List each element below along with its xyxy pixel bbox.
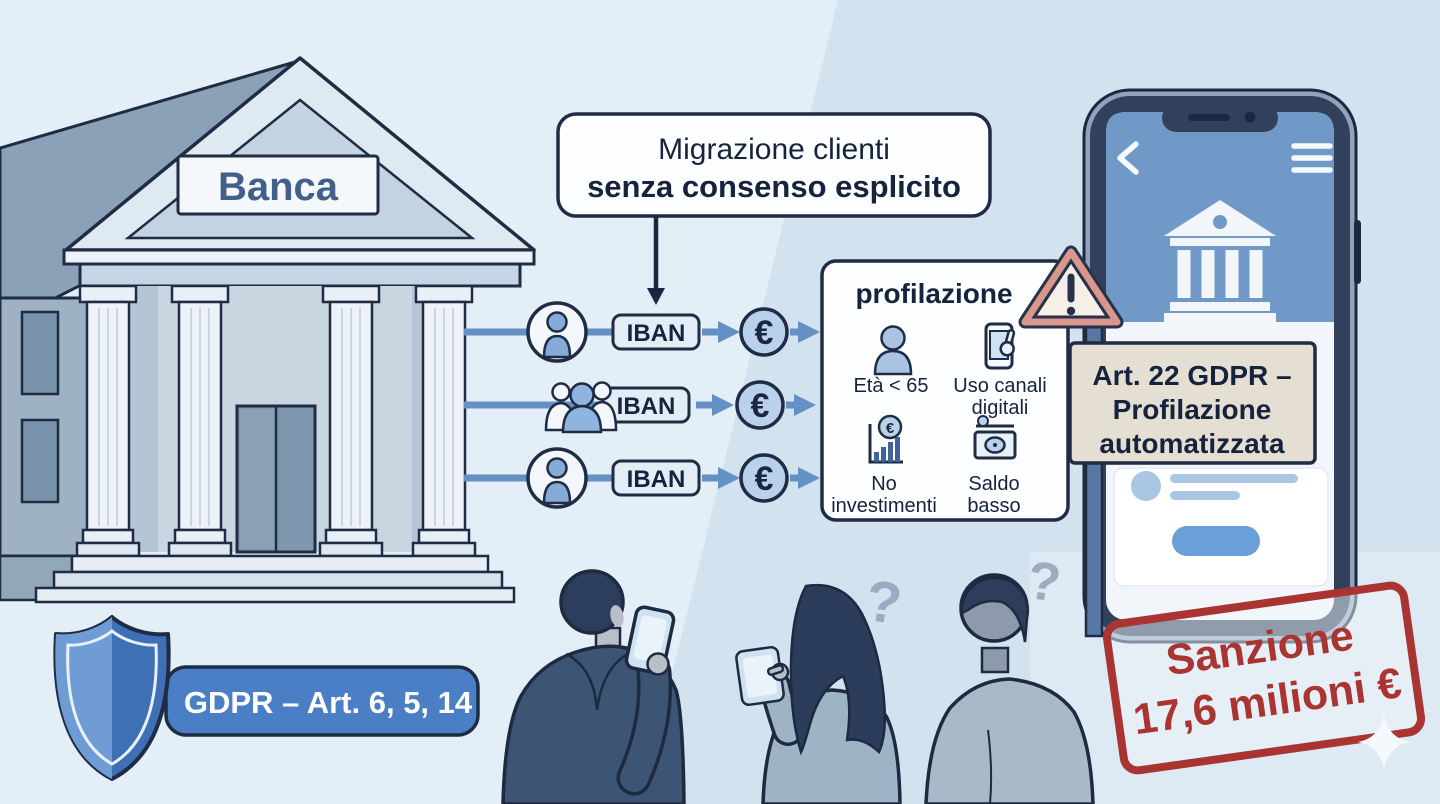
hamburger-menu-icon (1291, 143, 1333, 173)
iban-pill (611, 313, 701, 351)
callout-line2: senza consenso esplicito (587, 169, 961, 204)
app-content-card (1113, 467, 1329, 587)
app-button (1172, 526, 1260, 556)
svg-text:investimenti: investimenti (831, 495, 937, 517)
bank-steps (70, 554, 490, 574)
bank-window (20, 310, 60, 396)
euro-coin-icon (739, 453, 789, 503)
bank-column (75, 284, 141, 558)
gdpr-badge: GDPR – Art. 6, 5, 14 (53, 615, 480, 781)
bank-sign (176, 154, 380, 216)
flow-row-1: IBAN € (464, 301, 820, 363)
badge-label: GDPR – Art. 6, 5, 14 (184, 685, 473, 720)
profiling-box: profilazione Età < 65 Uso canali digital… (820, 259, 1070, 522)
avatar (1131, 471, 1161, 501)
side-button (1354, 220, 1361, 284)
callout-box (556, 112, 992, 218)
gdpr-warning-sign: Art. 22 GDPR – Profilazione automatizzat… (1018, 245, 1317, 638)
sanction-stamp: Sanzione 17,6 milioni € (1102, 581, 1426, 775)
sign-line1: Art. 22 GDPR – (1092, 360, 1291, 391)
sign-line3: automatizzata (1099, 428, 1285, 459)
arrow-icon (718, 467, 740, 489)
iban-label: IBAN (617, 393, 676, 420)
profiling-item-label: Saldo (968, 473, 1019, 495)
svg-text:basso: basso (967, 495, 1020, 517)
arrow-icon (798, 321, 820, 343)
sign-line2: Profilazione (1113, 394, 1272, 425)
bystanders: ? ? (501, 550, 1095, 804)
profiling-item-label: No (871, 473, 897, 495)
iban-pill (611, 459, 701, 497)
customer-group-icon (544, 381, 618, 434)
euro-coin-icon (739, 307, 789, 357)
warning-triangle-icon (1018, 245, 1124, 329)
shield-icon (53, 615, 171, 781)
bank-building: Banca (0, 56, 536, 604)
arrow-down-icon (647, 288, 665, 305)
profiling-title: profilazione (855, 278, 1012, 309)
bank-window (20, 418, 60, 504)
arrow-icon (718, 321, 740, 343)
callout-line1: Migrazione clienti (658, 133, 890, 166)
person-icon (873, 325, 913, 376)
bank-column (167, 284, 233, 558)
no-investments-chart-icon: € (868, 414, 903, 464)
camera-icon (1244, 111, 1256, 123)
profiling-item-label: Età < 65 (853, 375, 928, 397)
arrow-icon (794, 394, 816, 416)
svg-text:€: € (886, 420, 895, 437)
euro-coin-icon (735, 380, 785, 430)
iban-label: IBAN (627, 320, 686, 347)
sign-board (1068, 341, 1317, 465)
euro-symbol: € (755, 314, 774, 352)
sparkle-icon (1358, 714, 1410, 770)
low-balance-cash-icon (973, 415, 1017, 460)
speaker-icon (1188, 114, 1230, 121)
iban-label: IBAN (627, 466, 686, 493)
euro-symbol: € (751, 387, 770, 425)
flow-row-3: IBAN € (464, 447, 820, 509)
customer-silhouette-man (501, 569, 686, 804)
bank-sign-label: Banca (218, 165, 339, 209)
flow-row-2: IBAN € (464, 380, 816, 434)
bank-app-icon (1164, 200, 1276, 322)
migration-flow: IBAN € IBAN € (464, 301, 820, 509)
migration-callout: Migrazione clienti senza consenso esplic… (556, 112, 992, 305)
profiling-item-label: Uso canali (953, 375, 1046, 397)
arrow-icon (712, 394, 734, 416)
customer-silhouette-woman (735, 583, 902, 804)
customer-silhouette-man2 (924, 573, 1095, 804)
svg-text:digitali: digitali (972, 397, 1029, 419)
euro-symbol: € (755, 460, 774, 498)
bank-column (318, 284, 384, 558)
arrow-icon (798, 467, 820, 489)
back-chevron-icon (1117, 141, 1139, 175)
bank-column (411, 284, 477, 558)
digital-channels-icon (984, 322, 1016, 370)
